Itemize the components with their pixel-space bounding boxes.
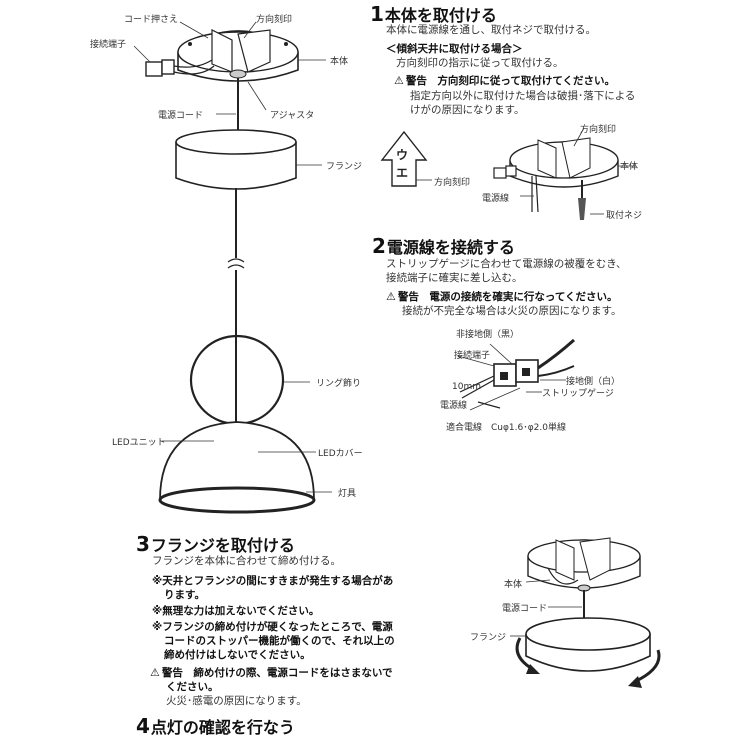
step2-text2: 接続端子に確実に差し込む。 xyxy=(386,272,523,284)
label-power-cord: 電源コード xyxy=(158,111,204,121)
fig3-cord: 電源コード xyxy=(502,604,548,614)
fig2-non-ground: 非接地側（黒） xyxy=(456,330,520,340)
step3-warning-text: 火災･感電の原因になります。 xyxy=(166,695,307,707)
arrow-text-u: ウ xyxy=(396,148,409,162)
label-flange: フランジ xyxy=(326,162,363,172)
label-fixture: 灯具 xyxy=(338,489,357,499)
step1-text: 本体に電源線を通し、取付ネジで取付ける。 xyxy=(386,24,596,36)
label-body: 本体 xyxy=(330,57,349,67)
label-cord-holder: コード押さえ xyxy=(124,15,179,25)
fig2-ground: 接地側（白） xyxy=(566,377,621,387)
fig3-body: 本体 xyxy=(504,580,523,590)
label-led-cover: LEDカバー xyxy=(318,449,363,459)
fig2-strip-gauge: ストリップゲージ xyxy=(542,389,614,399)
fig1-power-wire: 電源線 xyxy=(482,194,510,204)
fig1-direction-mark: 方向刻印 xyxy=(434,178,471,188)
step1-heading: 1本体を取付ける xyxy=(370,2,497,26)
fig1-screw: 取付ネジ xyxy=(606,211,643,221)
fig2-wire-spec: 適合電線 Cuφ1.6･φ2.0単線 xyxy=(446,423,566,433)
fig2-wire: 電源線 xyxy=(440,401,468,411)
step2-text1: ストリップゲージに合わせて電源線の被覆をむき、 xyxy=(386,258,627,270)
step1-warning-text2: けがの原因になります。 xyxy=(410,104,525,116)
fig1-direction-mark-2: 方向刻印 xyxy=(580,125,617,135)
step1-sub-title: ＜傾斜天井に取付ける場合＞ xyxy=(386,43,523,55)
step2-warning-title: 警告 電源の接続を確実に行なってください。 xyxy=(386,289,618,304)
label-led-unit: LEDユニット xyxy=(112,438,166,448)
arrow-text-e: エ xyxy=(396,166,409,180)
label-ring: リング飾り xyxy=(316,379,362,389)
step4-heading: 4点灯の確認を行なう xyxy=(136,714,295,738)
fig2-terminal: 接続端子 xyxy=(454,351,491,361)
step3-note3a: ※フランジの締め付けが硬くなったところで、電源 xyxy=(152,621,393,633)
step1-warning-text1: 指定方向以外に取付けた場合は破損･落下による xyxy=(410,90,636,102)
step3-note2: ※無理な力は加えないでください。 xyxy=(152,605,320,617)
step2-warning-text: 接続が不完全な場合は火災の原因になります。 xyxy=(402,305,622,317)
label-adjuster: アジャスタ xyxy=(270,111,315,121)
step1-warning-title: 警告 方向刻印に従って取付けてください。 xyxy=(394,73,615,88)
step3-warning-title2: ください。 xyxy=(166,681,219,693)
step3-note3c: 締め付けはしないでください。 xyxy=(164,649,311,661)
step1-sub-text: 方向刻印の指示に従って取付ける。 xyxy=(396,57,564,69)
fig2-10mm: 10mm xyxy=(452,382,481,392)
fig1-body: 本体 xyxy=(620,162,639,172)
label-direction-mark: 方向刻印 xyxy=(256,15,293,25)
step3-note1a: ※天井とフランジの間にすきまが発生する場合があ xyxy=(152,575,394,587)
step3-note3b: コードのストッパー機能が働くので、それ以上の xyxy=(164,635,395,647)
label-terminal: 接続端子 xyxy=(90,40,127,50)
step3-note1b: ります。 xyxy=(164,589,205,601)
step3-heading: 3フランジを取付ける xyxy=(136,532,295,556)
step3-warning-title1: 警告 締め付けの際、電源コードをはさまないで xyxy=(150,665,393,680)
step2-heading: 2電源線を接続する xyxy=(372,234,515,258)
step3-text: フランジを本体に合わせて締め付ける。 xyxy=(152,555,341,567)
fig3-flange: フランジ xyxy=(470,633,507,643)
